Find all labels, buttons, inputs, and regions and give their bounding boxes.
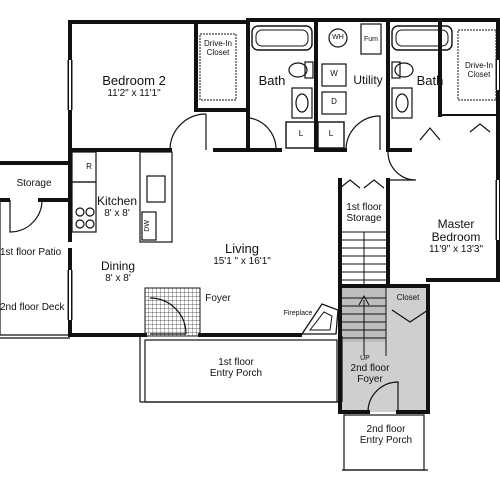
- first-floor-entry-porch-label: 1st floor Entry Porch: [209, 357, 263, 379]
- storage-label: Storage: [16, 178, 52, 189]
- toilet-left: [288, 61, 314, 79]
- second-floor-entry-porch-label: 2nd floor Entry Porch: [359, 424, 413, 446]
- master-bedroom-label: Master Bedroom 11'9" x 13'3": [418, 217, 494, 256]
- drive-in-closet-right-label: Drive-In Closet: [464, 61, 493, 79]
- second-floor-deck-label: 2nd floor Deck: [0, 302, 65, 313]
- closet-label: Closet: [396, 293, 420, 302]
- kitchen-label: Kitchen 8' x 8': [92, 194, 142, 220]
- sink-right: [391, 87, 413, 119]
- stair-up-label: UP: [360, 355, 370, 362]
- stairs-up: [342, 231, 386, 286]
- master-bedroom-dims: 11'9" x 13'3": [428, 244, 484, 256]
- washer-label: W: [330, 69, 338, 78]
- bath-right-label: Bath: [416, 73, 444, 88]
- door-swings: [9, 113, 491, 413]
- dining-label: Dining 8' x 8': [92, 259, 144, 285]
- dishwasher-label: DW: [144, 220, 152, 232]
- first-floor-patio-label: 1st floor Patio: [0, 247, 62, 258]
- water-heater-label: WH: [332, 34, 344, 41]
- stairs-second-floor: [342, 286, 387, 356]
- kitchen-counters: [71, 151, 173, 243]
- toilet-right: [391, 61, 414, 79]
- dining-dims: 8' x 8': [105, 273, 131, 285]
- bedroom2-label: Bedroom 2 11'2" x 11'1": [88, 73, 180, 100]
- dryer-symbol: [321, 91, 347, 115]
- patio-lines: [0, 200, 428, 471]
- washer-symbol: [321, 63, 347, 87]
- tub-left: [251, 25, 313, 51]
- water-heater-symbol: [328, 28, 348, 48]
- drive-in-closet-left-outline: [199, 33, 237, 101]
- refrigerator-label: R: [86, 162, 92, 171]
- second-floor-foyer-label: 2nd floor Foyer: [350, 363, 390, 385]
- dryer-label: D: [331, 97, 337, 106]
- living-dims: 15'1 " x 16'1": [213, 256, 271, 268]
- living-label: Living 15'1 " x 16'1": [196, 241, 288, 268]
- furnace-label: Fum: [364, 36, 378, 43]
- bedroom2-dims: 11'2" x 11'1": [107, 88, 161, 100]
- linen-left-label: L: [298, 129, 304, 138]
- first-floor-storage-label: 1st floor Storage: [346, 202, 382, 224]
- foyer-tile: [144, 287, 201, 337]
- window-marks: [69, 60, 499, 320]
- fireplace-label: Fireplace: [283, 310, 313, 317]
- kitchen-dims: 8' x 8': [104, 208, 130, 220]
- drive-in-closet-left-label: Drive-In Closet: [203, 39, 232, 57]
- walls: [0, 18, 500, 414]
- sink-left: [291, 87, 313, 119]
- bath-left-label: Bath: [258, 73, 286, 88]
- foyer-label: Foyer: [205, 293, 231, 304]
- utility-label: Utility: [353, 73, 383, 87]
- tub-right: [391, 25, 453, 51]
- fireplace-symbol: [300, 303, 339, 335]
- linen-closet-right: [317, 121, 345, 149]
- linen-right-label: L: [328, 129, 334, 138]
- furnace-symbol: [360, 23, 382, 55]
- linen-closet-left: [285, 121, 317, 149]
